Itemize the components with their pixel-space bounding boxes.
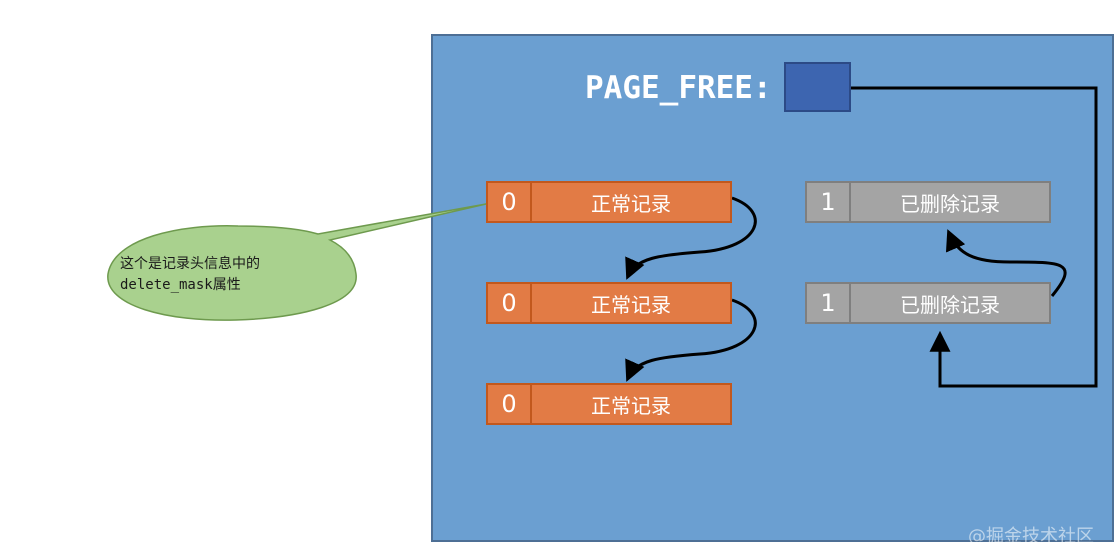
record-label: 正常记录 bbox=[591, 393, 671, 418]
page-free-label: PAGE_FREE: bbox=[585, 70, 772, 106]
normal-record-1: 0 正常记录 bbox=[486, 181, 732, 223]
callout-text: 这个是记录头信息中的 delete_mask属性 bbox=[120, 254, 350, 296]
delete-mask-value: 0 bbox=[488, 183, 532, 221]
page-free-pointer-box bbox=[784, 62, 851, 112]
normal-link-arrow-1 bbox=[625, 196, 757, 280]
delete-mask-value: 0 bbox=[488, 385, 532, 423]
record-label: 正常记录 bbox=[591, 292, 671, 317]
normal-link-arrow-2 bbox=[625, 298, 757, 382]
watermark: @掘金技术社区 bbox=[968, 526, 1094, 547]
record-label: 已删除记录 bbox=[900, 292, 1000, 317]
record-label: 已删除记录 bbox=[900, 191, 1000, 216]
deleted-record-1: 1 已删除记录 bbox=[805, 181, 1051, 223]
deleted-record-2: 1 已删除记录 bbox=[805, 282, 1051, 324]
callout-bubble bbox=[107, 203, 487, 321]
callout-line-1: 这个是记录头信息中的 bbox=[120, 256, 260, 272]
delete-mask-value: 1 bbox=[807, 183, 851, 221]
delete-mask-value: 1 bbox=[807, 284, 851, 322]
callout-line-2: delete_mask属性 bbox=[120, 277, 241, 293]
normal-record-2: 0 正常记录 bbox=[486, 282, 732, 324]
delete-mask-value: 0 bbox=[488, 284, 532, 322]
deleted-link-arrow bbox=[945, 229, 1067, 297]
page-free-pointer-arrow bbox=[817, 86, 1098, 388]
normal-record-3: 0 正常记录 bbox=[486, 383, 732, 425]
record-label: 正常记录 bbox=[591, 191, 671, 216]
